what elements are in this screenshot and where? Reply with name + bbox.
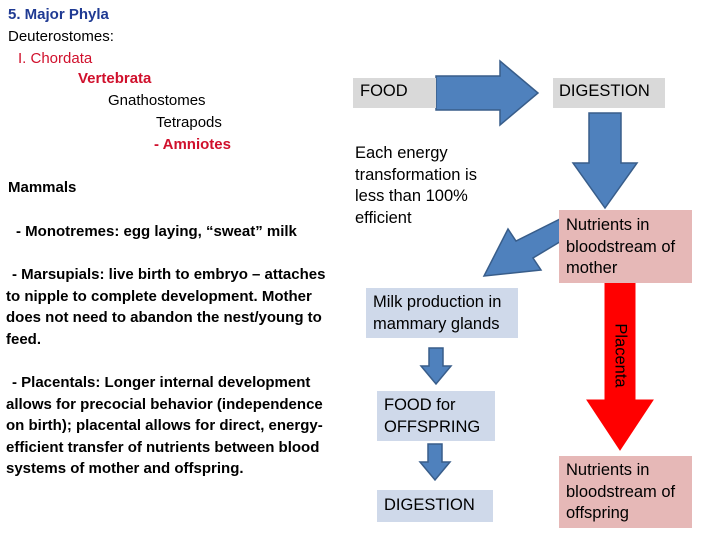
food-to-digestion-arrow — [435, 59, 540, 127]
tetrapods-label: Tetrapods — [156, 114, 222, 131]
food-to-digestion-small-arrow — [418, 443, 452, 482]
food-for-offspring-box: FOOD for OFFSPRING — [377, 391, 495, 441]
milk-production-box: Milk production in mammary glands — [366, 288, 518, 338]
digestion-offspring-box: DIGESTION — [377, 490, 493, 522]
marsupials-line-3: does not need to abandon the nest/young … — [6, 309, 322, 326]
gnathostomes-label: Gnathostomes — [108, 92, 206, 109]
nutrients-mother-box: Nutrients in bloodstream of mother — [559, 210, 692, 283]
deuterostomes-label: Deuterostomes: — [8, 28, 114, 45]
marsupials-text: - Marsupials: live birth to embryo – att… — [6, 264, 325, 350]
energy-note-line-4: efficient — [355, 208, 412, 227]
nutrients-mother-line-3: mother — [566, 259, 618, 277]
mammals-label: Mammals — [8, 179, 77, 196]
nutrients-mother-line-1: Nutrients in — [566, 216, 650, 234]
placentals-line-4: efficient transfer of nutrients between … — [6, 438, 320, 456]
marsupials-line-4: feed. — [6, 330, 42, 348]
placentals-line-5: systems of mother and offspring. — [6, 460, 244, 477]
food-offspring-line-1: FOOD for — [384, 396, 456, 414]
placentals-line-1: - Placentals: Longer internal developmen… — [12, 374, 311, 391]
digestion-down-arrow — [571, 112, 639, 210]
food-box: FOOD — [353, 78, 436, 108]
milk-line-1: Milk production in — [373, 293, 502, 311]
nutrients-offspring-line-3: offspring — [566, 504, 629, 522]
nutrients-mother-line-2: bloodstream of — [566, 237, 676, 256]
nutrients-offspring-box: Nutrients in bloodstream of offspring — [559, 456, 692, 528]
heading-number: 5. Major Phyla — [8, 6, 109, 23]
marsupials-line-1: - Marsupials: live birth to embryo – att… — [12, 266, 326, 283]
marsupials-line-2: to nipple to complete development. Mothe… — [6, 287, 312, 305]
energy-note: Each energy transformation is less than … — [355, 143, 477, 229]
chordata-label: I. Chordata — [18, 50, 93, 67]
placenta-arrow — [586, 281, 654, 451]
digestion-box: DIGESTION — [553, 78, 665, 108]
energy-note-line-3: less than 100% — [355, 187, 468, 205]
placenta-label: Placenta — [611, 323, 630, 388]
energy-note-line-2: transformation is — [355, 165, 477, 184]
nutrients-offspring-line-2: bloodstream of — [566, 482, 676, 501]
heading-major-phyla: 5. Major Phyla — [8, 4, 109, 26]
vertebrata-label: Vertebrata — [78, 70, 152, 87]
food-offspring-line-2: OFFSPRING — [384, 417, 481, 436]
placentals-line-3: on birth); placental allows for direct, … — [6, 417, 323, 434]
placentals-line-2: allows for precocial behavior (independe… — [6, 395, 323, 413]
nutrients-offspring-line-1: Nutrients in — [566, 461, 650, 479]
milk-line-2: mammary glands — [373, 314, 500, 333]
milk-to-food-arrow — [419, 347, 453, 386]
monotremes-text: - Monotremes: egg laying, “sweat” milk — [16, 223, 297, 240]
placentals-text: - Placentals: Longer internal developmen… — [6, 372, 323, 480]
energy-note-line-1: Each energy — [355, 144, 448, 162]
amniotes-label: - Amniotes — [154, 136, 231, 153]
